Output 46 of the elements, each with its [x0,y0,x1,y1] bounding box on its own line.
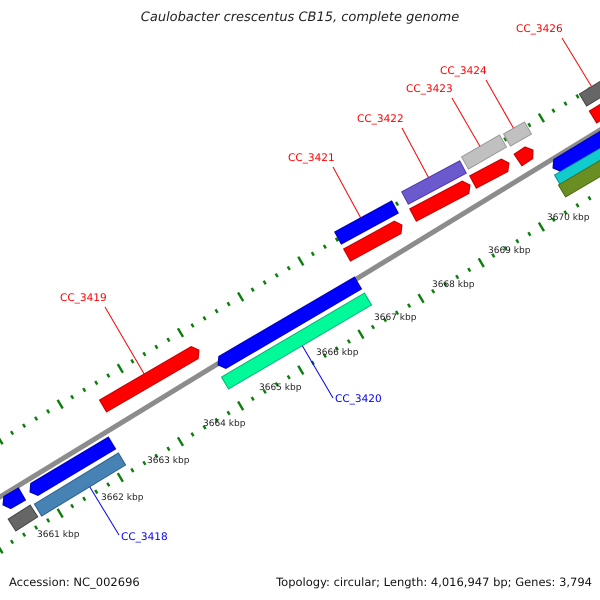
leader-line [486,80,514,129]
tick-label: 3666 kbp [316,349,358,358]
genome-stats-text: Topology: circular; Length: 4,016,947 bp; Genes: 3,794 [276,577,592,588]
leader-line [402,128,429,178]
gene-label: CC_3426 [516,24,563,34]
gene-bar [334,200,399,245]
gene-bar [2,487,26,510]
gene-label: CC_3423 [406,84,453,94]
gene-bar [8,504,38,532]
leader-line [332,166,362,218]
gene-label: CC_3419 [60,293,107,304]
tick-label: 3665 kbp [259,384,302,393]
tick-label: 3670 kbp [547,214,590,223]
gene-label: CC_3418 [121,532,168,542]
leader-line [452,98,480,147]
gene-bar [342,220,403,262]
gene-label: CC_3420 [335,394,382,404]
accession-text: Accession: NC_002696 [9,577,140,588]
gene-bar [578,79,600,107]
gene-bar [217,276,362,370]
gene-bar [558,158,600,198]
gene-bar [502,121,532,147]
title: Caulobacter crescentus CB15, complete genome [140,11,460,24]
gene-label: CC_3424 [440,66,487,76]
tick-label: 3667 kbp [374,314,416,323]
tick-label: 3661 kbp [37,531,80,540]
gene-bar [34,452,126,517]
tick-label: 3662 kbp [101,494,144,503]
gene-bar [552,129,600,172]
gene-label: CC_3422 [357,114,404,124]
tick-label: 3668 kbp [432,281,474,290]
tick-label: 3669 kbp [488,247,530,256]
leader-line [562,38,592,88]
gene-label: CC_3421 [288,153,335,164]
gene-bar [513,146,534,166]
gene-bar [409,180,471,222]
gene-bar [98,346,200,413]
gene-bar [401,160,467,205]
gene-bar [588,102,600,124]
gene-bar [460,134,508,170]
leader-line [302,345,334,398]
gene-bar [469,158,510,189]
tick-label: 3664 kbp [203,420,246,429]
tick-label: 3663 kbp [147,457,190,466]
gene-bar [220,292,372,390]
leader-line [104,306,145,374]
